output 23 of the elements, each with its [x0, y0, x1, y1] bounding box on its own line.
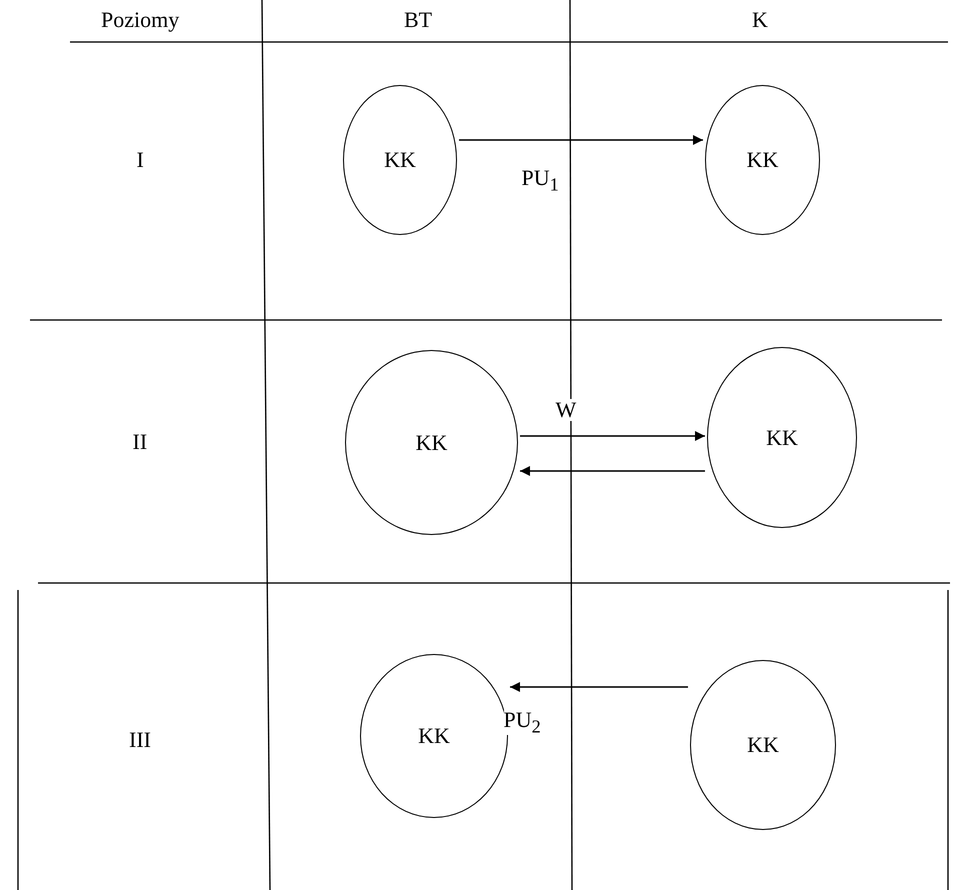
column-header: K [752, 9, 768, 31]
row-label: II [132, 431, 148, 453]
node-text: KK [746, 147, 778, 173]
circle-node [345, 350, 518, 535]
node-text: KK [418, 723, 450, 749]
column-header: BT [404, 9, 432, 31]
circle-node [690, 660, 836, 830]
column-header: Poziomy [101, 9, 180, 31]
circle-node [705, 85, 820, 235]
row-label: I [136, 149, 144, 171]
node-text: KK [416, 430, 448, 456]
node-text: KK [747, 732, 779, 758]
arrow [459, 135, 703, 145]
edge-label: W [556, 399, 576, 421]
arrow [520, 431, 705, 441]
edge-label: PU$_{2}$ [504, 708, 541, 736]
node-text: KK [384, 147, 416, 173]
row-label: III [129, 729, 151, 751]
circle-node [707, 347, 857, 528]
arrow [510, 682, 688, 692]
circle-node [343, 85, 457, 235]
arrow [520, 466, 705, 476]
node-text: KK [766, 424, 798, 450]
